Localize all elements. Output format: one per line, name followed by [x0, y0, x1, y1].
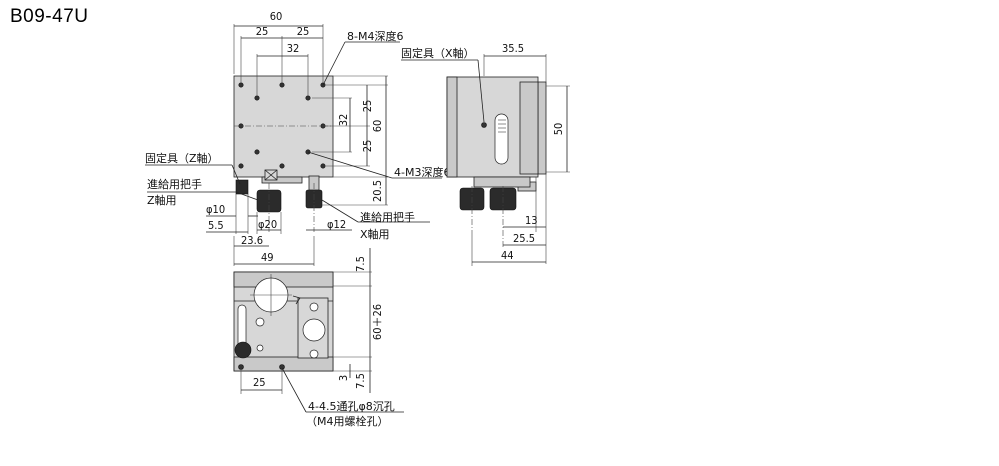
dim-44: 44: [501, 249, 514, 262]
note-fix-x: 固定具（X軸）: [401, 46, 475, 60]
dim-25-left: 25: [256, 25, 269, 38]
note-feed-x-2: X軸用: [360, 227, 390, 241]
dim-49: 49: [261, 251, 274, 264]
side-view: 固定具（X軸） 35.5 50 13 25.5 44: [401, 42, 570, 266]
dim-60-26: 60＋26: [371, 304, 384, 340]
dim-25-right: 25: [297, 25, 310, 38]
bottom-right-hole: [302, 318, 326, 342]
z-lock-knob: [235, 179, 249, 195]
front-stage-body: [233, 75, 334, 178]
note-fix-z: 固定具（Z軸）: [145, 151, 219, 165]
dim-20-5: 20.5: [371, 180, 384, 202]
dim-13: 13: [525, 214, 538, 227]
side-slot: [494, 113, 509, 165]
dim-7-5-top: 7.5: [354, 256, 367, 272]
dim-7-5-bot: 7.5: [354, 373, 367, 389]
dim-25-5: 25.5: [513, 232, 535, 245]
dim-5-5: 5.5: [208, 219, 224, 232]
note-feed-x-1: 進給用把手: [360, 210, 415, 224]
dim-phi12: φ12: [327, 218, 346, 231]
note-holes-2: （M4用螺栓孔）: [306, 414, 389, 428]
note-8-m4: 8-M4深度6: [347, 29, 403, 43]
dim-32-top: 32: [287, 42, 300, 55]
dim-25-bottom: 25: [253, 376, 266, 389]
note-feed-z-2: Z軸用: [147, 193, 177, 207]
bottom-view: 7.5 60＋26 3 7.5 25 4-4.5通孔φ8沉孔 （M4用螺栓孔）: [233, 248, 404, 428]
drawing-title: B09-47U: [10, 6, 89, 27]
dim-phi10: φ10: [206, 203, 225, 216]
note-holes-1: 4-4.5通孔φ8沉孔: [308, 400, 395, 413]
dim-25-r2: 25: [361, 140, 374, 153]
front-view: 60 25 25 32 8-M4深度6 25 25 32 60 20.5: [145, 10, 450, 266]
note-feed-z-1: 進給用把手: [147, 177, 202, 191]
dim-60-top: 60: [270, 10, 283, 23]
dim-32-r: 32: [337, 114, 350, 127]
dim-35-5: 35.5: [502, 42, 524, 55]
dim-23-6: 23.6: [241, 234, 263, 247]
note-4-m3: 4-M3深度6: [394, 165, 450, 179]
dim-phi20: φ20: [258, 218, 277, 231]
dim-50: 50: [552, 123, 565, 136]
dim-60-r: 60: [371, 120, 384, 133]
dim-25-r1: 25: [361, 100, 374, 113]
z-feed-knob: [256, 189, 282, 213]
dim-3: 3: [337, 375, 350, 381]
